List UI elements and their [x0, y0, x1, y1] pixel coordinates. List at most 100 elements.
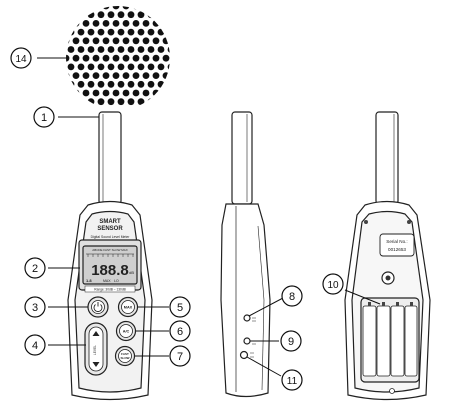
grille-hole — [112, 72, 120, 79]
grille-hole — [132, 54, 140, 62]
grille-hole — [127, 80, 135, 88]
grille-hole — [122, 54, 130, 62]
callout-numbers: 14 1 2 3 4 5 6 7 8 9 11 10 — [15, 54, 339, 387]
grille-hole — [157, 46, 165, 53]
grille-hole — [102, 6, 110, 10]
ac-output-jack[interactable] — [243, 314, 251, 322]
max-button-label: MAX — [124, 306, 133, 310]
grille-hole — [117, 46, 125, 53]
adapter-jack[interactable] — [239, 350, 249, 360]
grille-hole — [92, 89, 100, 97]
grille-hole — [92, 37, 100, 45]
grille-hole — [58, 11, 65, 18]
grille-hole — [173, 72, 180, 79]
power-icon — [93, 304, 103, 313]
grille-hole — [142, 37, 150, 45]
fast-button-label: FAST — [121, 352, 129, 356]
grille-hole — [132, 20, 140, 27]
grille-hole — [82, 89, 90, 97]
microphone-grille-detail — [53, 3, 180, 110]
meter-back-view — [344, 111, 431, 401]
grille-hole — [147, 46, 155, 53]
grille-hole — [162, 72, 170, 79]
lcd-digits: 188.8 — [91, 262, 129, 279]
brand-line2: SENSOR — [97, 226, 123, 232]
grille-hole — [157, 28, 165, 36]
grille-hole — [66, 20, 70, 27]
grille-hole — [107, 46, 115, 53]
grille-hole — [82, 54, 90, 62]
grille-hole — [152, 6, 160, 10]
grille-hole — [97, 80, 105, 88]
grille-hole — [173, 55, 180, 62]
grille-hole — [72, 89, 80, 97]
grille-hole — [53, 72, 60, 79]
grille-hole — [58, 81, 65, 88]
level-label: LEVEL — [93, 345, 97, 355]
grille-hole — [72, 54, 80, 62]
grille-hole — [173, 20, 180, 27]
grille-hole — [87, 46, 95, 53]
grille-hole — [167, 63, 170, 71]
screw-icon — [364, 220, 368, 224]
grille-hole — [77, 63, 85, 71]
level-down-arrow-icon[interactable] — [92, 362, 100, 367]
callout-6: 6 — [177, 326, 183, 338]
grille-hole — [152, 54, 160, 62]
grille-hole — [152, 72, 160, 79]
grille-hole — [92, 6, 100, 10]
grille-hole — [53, 37, 60, 44]
grille-hole — [92, 54, 100, 62]
grille-hole — [97, 63, 105, 71]
grille-hole — [132, 72, 140, 79]
grille-hole — [77, 28, 85, 36]
callout-3: 3 — [32, 302, 38, 314]
grille-hole — [66, 6, 70, 10]
grille-hole — [87, 98, 95, 106]
lcd-max: MAX — [103, 279, 111, 283]
grille-hole — [152, 89, 160, 97]
grille-hole — [58, 46, 65, 53]
dc-output-jack[interactable] — [243, 337, 251, 345]
grille-hole — [107, 28, 115, 36]
grille-hole — [112, 37, 120, 45]
grille-hole — [66, 54, 70, 62]
lcd-top-row: ABCDE FAST SLOW MAX — [92, 248, 128, 252]
level-up-arrow-icon[interactable] — [92, 331, 100, 336]
battery-cell — [362, 305, 377, 377]
grille-hole — [112, 20, 120, 27]
grille-hole — [117, 28, 125, 36]
grille-hole — [132, 37, 140, 45]
grille-hole — [107, 98, 115, 106]
grille-hole — [66, 89, 70, 97]
grille-hole — [167, 46, 170, 53]
brand-line1: SMART — [99, 219, 121, 225]
back-labels: Serial No.: 0012653 — [386, 239, 407, 252]
grille-hole — [167, 80, 170, 88]
side-microphone-stem — [231, 111, 253, 205]
grille-hole — [97, 46, 105, 53]
grille-hole — [162, 37, 170, 45]
grille-hole — [122, 72, 130, 79]
grille-hole — [72, 20, 80, 27]
serial-value: 0012653 — [388, 247, 406, 252]
grille-hole — [152, 37, 160, 45]
grille-hole — [157, 98, 165, 106]
screw-icon — [407, 220, 411, 224]
battery-cell — [376, 305, 391, 377]
grille-hole — [53, 3, 60, 10]
grille-hole — [142, 89, 150, 97]
grille-hole — [117, 11, 125, 19]
grille-hole — [117, 63, 125, 71]
grille-hole — [162, 6, 170, 10]
grille-hole — [77, 80, 85, 88]
grille-hole — [107, 63, 115, 71]
grille-hole — [127, 11, 135, 19]
grille-hole — [142, 54, 150, 62]
grille-hole — [87, 11, 95, 19]
grille-hole — [127, 28, 135, 36]
grille-hole — [147, 28, 155, 36]
callout-7: 7 — [177, 351, 183, 363]
grille-hole — [112, 54, 120, 62]
grille-hole — [122, 6, 130, 10]
